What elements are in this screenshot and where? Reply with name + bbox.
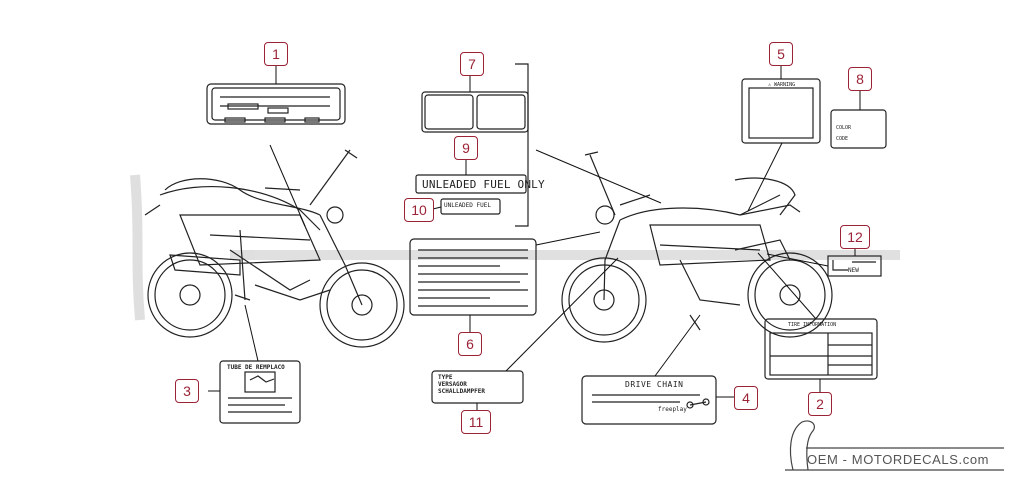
drive-chain-text: DRIVE CHAIN: [625, 380, 684, 389]
callout-5: 5: [769, 42, 793, 66]
label-5-panel: [741, 78, 821, 144]
label-3-panel: [219, 360, 301, 424]
label-4-panel: [581, 375, 717, 425]
left-motorcycle: [144, 149, 405, 348]
right-motorcycle: [561, 151, 833, 343]
new-text: NEW: [848, 267, 859, 274]
schall-text: SCHALLDAMPFER: [438, 388, 485, 395]
label-8-panel: [830, 109, 887, 149]
callout-4: 4: [734, 386, 758, 410]
callout-10: 10: [404, 198, 434, 222]
watermark-logo: [785, 420, 1004, 471]
versager-text: VERSAGOR: [438, 381, 467, 388]
callout-12: 12: [840, 225, 870, 249]
callout-6: 6: [458, 332, 482, 356]
label-10-panel: [440, 198, 501, 215]
tube-text: TUBE DE REMPLACO: [227, 364, 285, 371]
tire-info-text: TIRE INFORMATION: [788, 322, 837, 328]
watermark-band: [130, 174, 900, 321]
watermark-text: OEM - MOTORDECALS.com: [807, 452, 990, 467]
leader-lines: [208, 66, 861, 410]
type-text: TYPE: [438, 374, 453, 381]
callout-1: 1: [264, 42, 288, 66]
label-2-panel: [764, 318, 878, 380]
freeplay-text: freeplay: [658, 406, 687, 413]
label-7-panel: [421, 91, 529, 133]
unleaded-fuel-small-text: UNLEADED FUEL: [444, 202, 491, 209]
unleaded-fuel-only-text: UNLEADED FUEL ONLY: [422, 178, 545, 191]
bracket: [515, 63, 529, 227]
label-9-panel: [415, 174, 527, 194]
callout-3: 3: [175, 379, 199, 403]
code-text: CODE: [836, 136, 849, 142]
callout-8: 8: [848, 67, 872, 91]
callout-7: 7: [460, 52, 484, 76]
callout-11: 11: [461, 410, 491, 434]
label-1-panel: [206, 83, 346, 125]
label-6-panel: [409, 238, 537, 316]
callout-9: 9: [454, 136, 478, 160]
warning-text: ⚠ WARNING: [768, 82, 796, 88]
color-text: COLOR: [836, 125, 852, 131]
callout-2: 2: [808, 392, 832, 416]
